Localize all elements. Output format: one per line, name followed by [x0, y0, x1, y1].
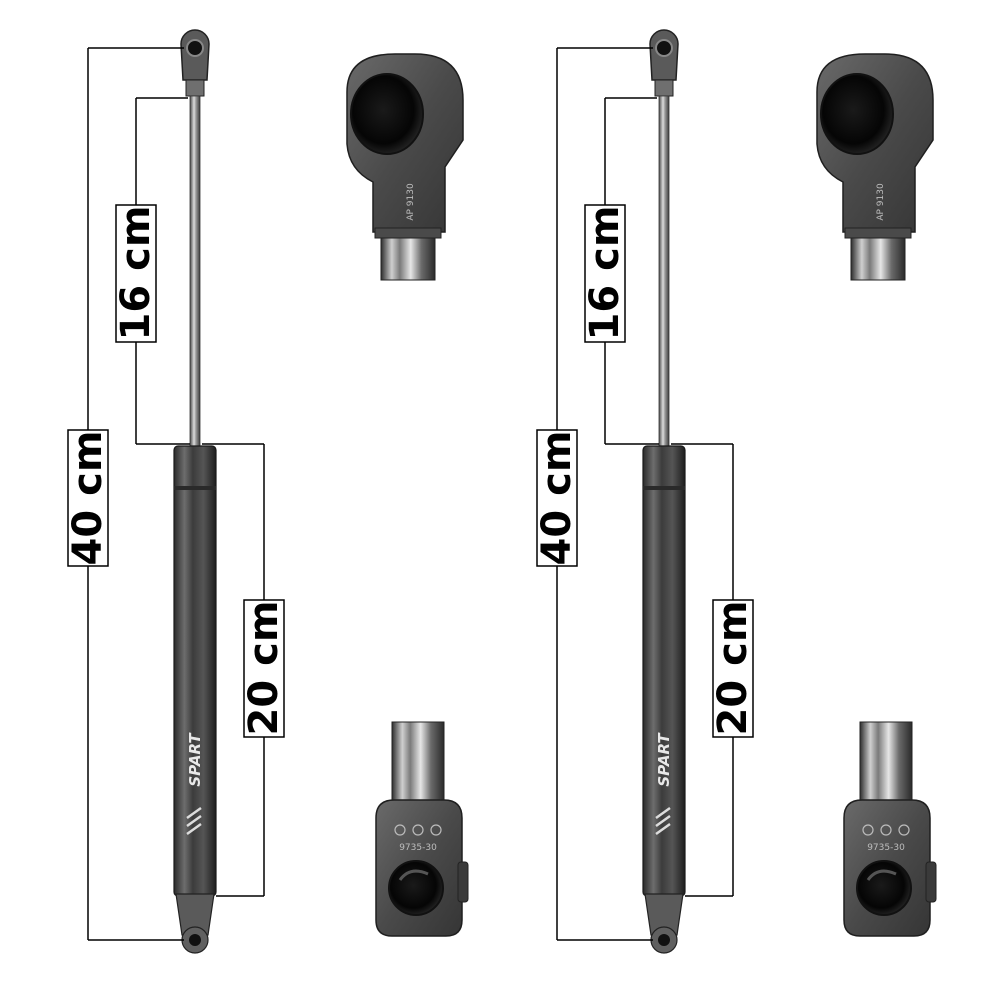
- stroke-length-label: 16 cm: [582, 206, 628, 341]
- top-fitting-code: AP 9130: [876, 183, 886, 221]
- top-fitting-code: AP 9130: [406, 183, 416, 221]
- brand-logo: SPART: [655, 732, 673, 787]
- bottom-fitting-code: 9735-30: [867, 843, 905, 853]
- total-length-label: 40 cm: [65, 431, 111, 566]
- body-length-label: 20 cm: [241, 601, 287, 736]
- gas-strut-right: 40 cm 16 cm 20 cm SPART: [534, 28, 756, 955]
- body-length-label: 20 cm: [710, 601, 756, 736]
- brand-logo: SPART: [186, 732, 204, 787]
- top-fitting-closeup-left: AP 9130: [346, 53, 464, 281]
- bottom-fitting-closeup-right: 9735-30: [842, 720, 938, 938]
- gas-strut-left: 40 cm 16 cm 20 cm SPART: [65, 28, 287, 955]
- bottom-fitting-closeup-left: 9735-30: [374, 720, 470, 938]
- stroke-length-label: 16 cm: [113, 206, 159, 341]
- bottom-fitting-code: 9735-30: [399, 843, 437, 853]
- total-length-label: 40 cm: [534, 431, 580, 566]
- top-fitting-closeup-right: AP 9130: [816, 53, 934, 281]
